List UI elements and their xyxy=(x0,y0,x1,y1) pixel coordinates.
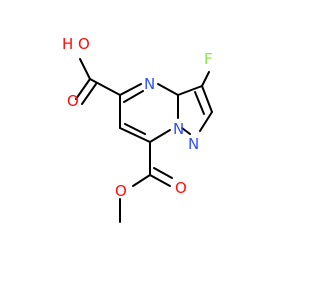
bond-ester-co-a xyxy=(149,174,171,187)
bond-acid-ring xyxy=(89,78,121,96)
structure-svg: H O O N F N N O O xyxy=(62,35,213,223)
bond-oh-c xyxy=(79,58,91,80)
ring-nitrogen-1-label: N xyxy=(144,75,155,93)
ring-nitrogen-2-label: N xyxy=(188,135,199,153)
bonds xyxy=(75,58,213,223)
bond-ester-co-b xyxy=(153,167,173,179)
bond-c7-c6-inner xyxy=(124,123,146,135)
molecule-diagram: H O O N F N N O O xyxy=(62,35,213,223)
bond-n4-c3a xyxy=(157,83,179,96)
bond-n1-n7a xyxy=(181,127,191,135)
hydroxyl-label: H O xyxy=(62,35,90,53)
bond-ester-o xyxy=(132,174,151,187)
ring-nitrogen-bridge-label: N xyxy=(173,120,184,138)
ester-carbonyl-oxygen-label: O xyxy=(175,179,187,197)
bond-n7a-c7 xyxy=(149,129,171,143)
ester-oxygen-label: O xyxy=(115,182,127,200)
bond-c3-f xyxy=(201,71,210,87)
bond-c2-n1 xyxy=(199,111,213,132)
bond-c-o-double-b xyxy=(81,83,97,105)
carboxyl-oxygen-label: O xyxy=(67,92,79,110)
atom-labels: H O O N F N N O O xyxy=(62,35,213,200)
bond-c3-c2-inner xyxy=(194,91,205,115)
bond-c5-n4-b xyxy=(123,90,144,103)
bond-c7-c6 xyxy=(119,127,151,143)
bond-c3-c2 xyxy=(201,85,213,113)
bond-c-o-double-a xyxy=(75,78,91,100)
bond-c3a-c3 xyxy=(177,85,203,96)
fluorine-label: F xyxy=(204,50,213,68)
bond-c5-n4-a xyxy=(119,83,142,96)
